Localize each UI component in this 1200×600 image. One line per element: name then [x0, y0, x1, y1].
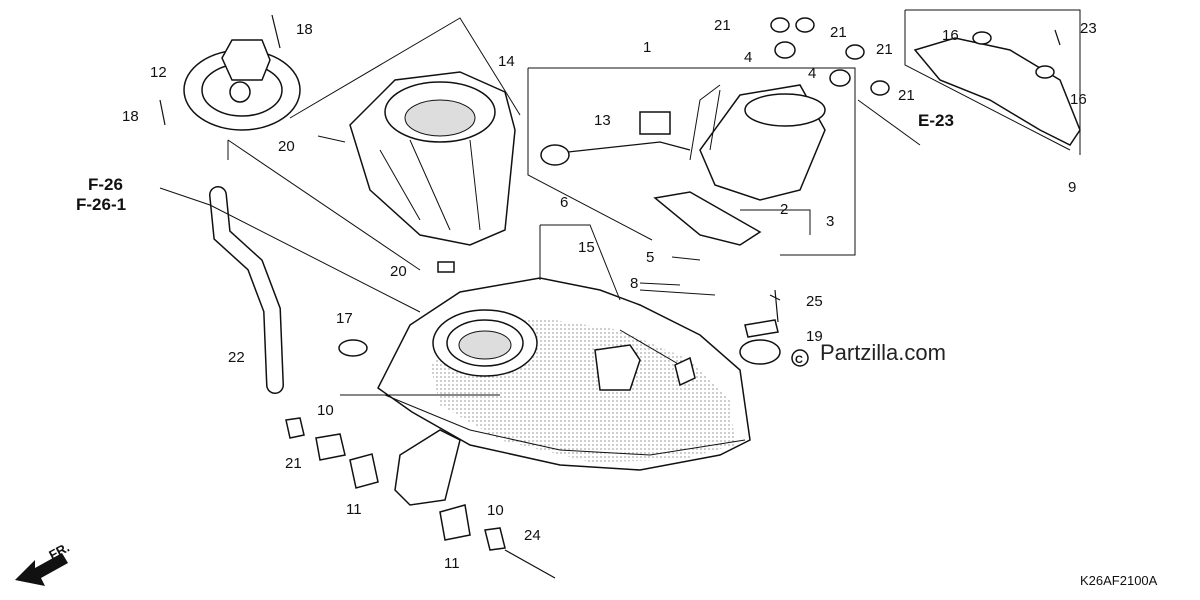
label-17[interactable]: 17	[336, 310, 353, 327]
label-11b[interactable]: 11	[444, 555, 460, 572]
pump-gasket[interactable]	[653, 191, 762, 246]
label-5[interactable]: 5	[646, 249, 654, 266]
label-16a[interactable]: 16	[942, 27, 959, 44]
label-4a[interactable]: 4	[744, 49, 752, 66]
label-15[interactable]: 15	[578, 239, 595, 256]
label-1[interactable]: 1	[643, 39, 651, 56]
label-13[interactable]: 13	[594, 112, 611, 129]
label-22[interactable]: 22	[228, 349, 245, 366]
watermark: C Partzilla.com	[791, 340, 946, 367]
label-23[interactable]: 23	[1080, 20, 1097, 37]
label-20b[interactable]: 20	[390, 263, 407, 280]
svg-text:C: C	[795, 354, 803, 366]
fuel-filler-cap[interactable]	[183, 39, 301, 131]
label-18b[interactable]: 18	[122, 108, 139, 125]
fuel-tank[interactable]	[377, 277, 751, 506]
label-21d[interactable]: 21	[898, 87, 915, 104]
label-6[interactable]: 6	[560, 194, 568, 211]
label-18a[interactable]: 18	[296, 21, 313, 38]
copyright-circle-icon	[791, 349, 809, 367]
front-direction-indicator: FR.	[15, 540, 72, 586]
label-10b[interactable]: 10	[487, 502, 504, 519]
arrow-left-icon	[15, 553, 68, 586]
label-9[interactable]: 9	[1068, 179, 1076, 196]
ref-f26-1[interactable]: F-26-1	[76, 195, 126, 214]
label-16b[interactable]: 16	[1070, 91, 1087, 108]
label-2[interactable]: 2	[780, 201, 788, 218]
label-10a[interactable]: 10	[317, 402, 334, 419]
filler-housing[interactable]	[349, 71, 516, 246]
label-4b[interactable]: 4	[808, 65, 816, 82]
diagram-code: K26AF2100A	[1080, 573, 1158, 588]
label-21a[interactable]: 21	[714, 17, 731, 34]
label-21e[interactable]: 21	[285, 455, 302, 472]
part-labels: 1 2 3 4 4 5 6 8 9 10 10 11 11 12 13 14 1…	[122, 17, 1097, 572]
section-references: F-26 F-26-1 E-23	[76, 111, 954, 214]
fr-label: FR.	[46, 540, 72, 563]
ref-f26[interactable]: F-26	[88, 175, 123, 194]
label-11a[interactable]: 11	[346, 501, 362, 518]
fuel-pump-assembly[interactable]	[540, 84, 826, 201]
breather-hose[interactable]	[209, 186, 284, 394]
label-20a[interactable]: 20	[278, 138, 295, 155]
label-12[interactable]: 12	[150, 64, 167, 81]
leader-lines	[159, 9, 1081, 396]
label-21c[interactable]: 21	[876, 41, 893, 58]
watermark-text: Partzilla.com	[820, 340, 946, 365]
ref-e23[interactable]: E-23	[918, 111, 954, 130]
label-8[interactable]: 8	[630, 275, 638, 292]
label-19[interactable]: 19	[806, 328, 823, 345]
label-3[interactable]: 3	[826, 213, 834, 230]
label-21b[interactable]: 21	[830, 24, 847, 41]
label-24[interactable]: 24	[524, 527, 541, 544]
label-14[interactable]: 14	[498, 53, 515, 70]
label-25[interactable]: 25	[806, 293, 823, 310]
small-parts[interactable]	[159, 14, 1061, 579]
